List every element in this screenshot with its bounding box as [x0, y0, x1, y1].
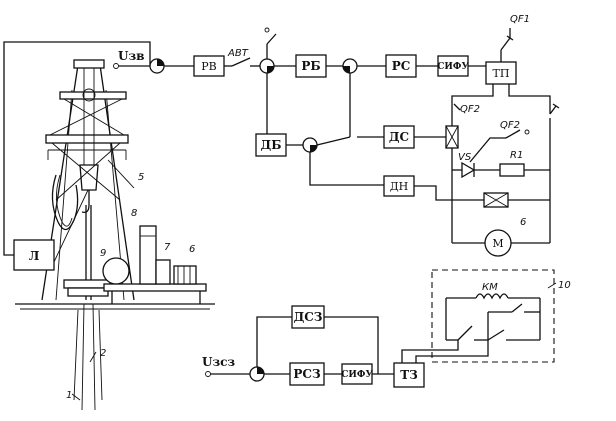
- block-tz-label: ТЗ: [400, 368, 418, 382]
- top-control-loop: Uзв РВ АВТ РБ РС СИФУ: [113, 14, 560, 257]
- block-sifu-top-label: СИФУ: [437, 62, 469, 72]
- label-8: 8: [131, 208, 137, 219]
- block-tp-label: ТП: [493, 67, 510, 80]
- km-label: КМ: [482, 282, 498, 293]
- block-rs-label: РС: [392, 59, 411, 73]
- label-10: 10: [558, 280, 571, 291]
- label-1: 1: [66, 390, 72, 401]
- block-rsz-label: РСЗ: [293, 367, 320, 381]
- block-dn-label: ДН: [390, 180, 409, 193]
- block-dsz-label: ДСЗ: [294, 310, 323, 324]
- u-zsz-label: Uзсз: [202, 355, 235, 369]
- block-rv-label: РВ: [201, 60, 217, 73]
- avt-label: АВТ: [227, 48, 249, 59]
- block-ds-label: ДС: [389, 130, 409, 144]
- block-rb-label: РБ: [301, 59, 320, 73]
- block-l: [13, 239, 55, 271]
- qf1-label: QF1: [510, 14, 530, 25]
- qf2-a-label: QF2: [460, 104, 480, 115]
- label-2: 2: [100, 348, 106, 359]
- drilling-rig: 5 8 9 7 6 2 1: [15, 59, 215, 411]
- contactor-block-10: 10 КМ: [431, 269, 571, 363]
- bottom-control-loop: Uзсз РСЗ СИФУ ТЗ ДСЗ: [202, 305, 489, 388]
- motor-m-label: М: [492, 237, 503, 250]
- block-sifu-bot-label: СИФУ: [341, 370, 373, 380]
- block-tz: [393, 362, 425, 388]
- block-l-label: Л: [29, 249, 40, 263]
- label-6b: 6: [520, 217, 526, 228]
- u-zv-label: Uзв: [118, 49, 144, 63]
- vs-label: VS: [458, 152, 472, 163]
- label-5: 5: [138, 172, 144, 183]
- label-9: 9: [100, 248, 106, 259]
- label-6a: 6: [189, 244, 195, 255]
- block-l-group: Л: [3, 41, 151, 271]
- r1-label: R1: [510, 150, 523, 161]
- block-db: [255, 133, 287, 157]
- block-db-label: ДБ: [261, 138, 282, 152]
- label-7: 7: [164, 242, 171, 253]
- qf2-b-label: QF2: [500, 120, 520, 131]
- resistor-r1: [499, 163, 525, 177]
